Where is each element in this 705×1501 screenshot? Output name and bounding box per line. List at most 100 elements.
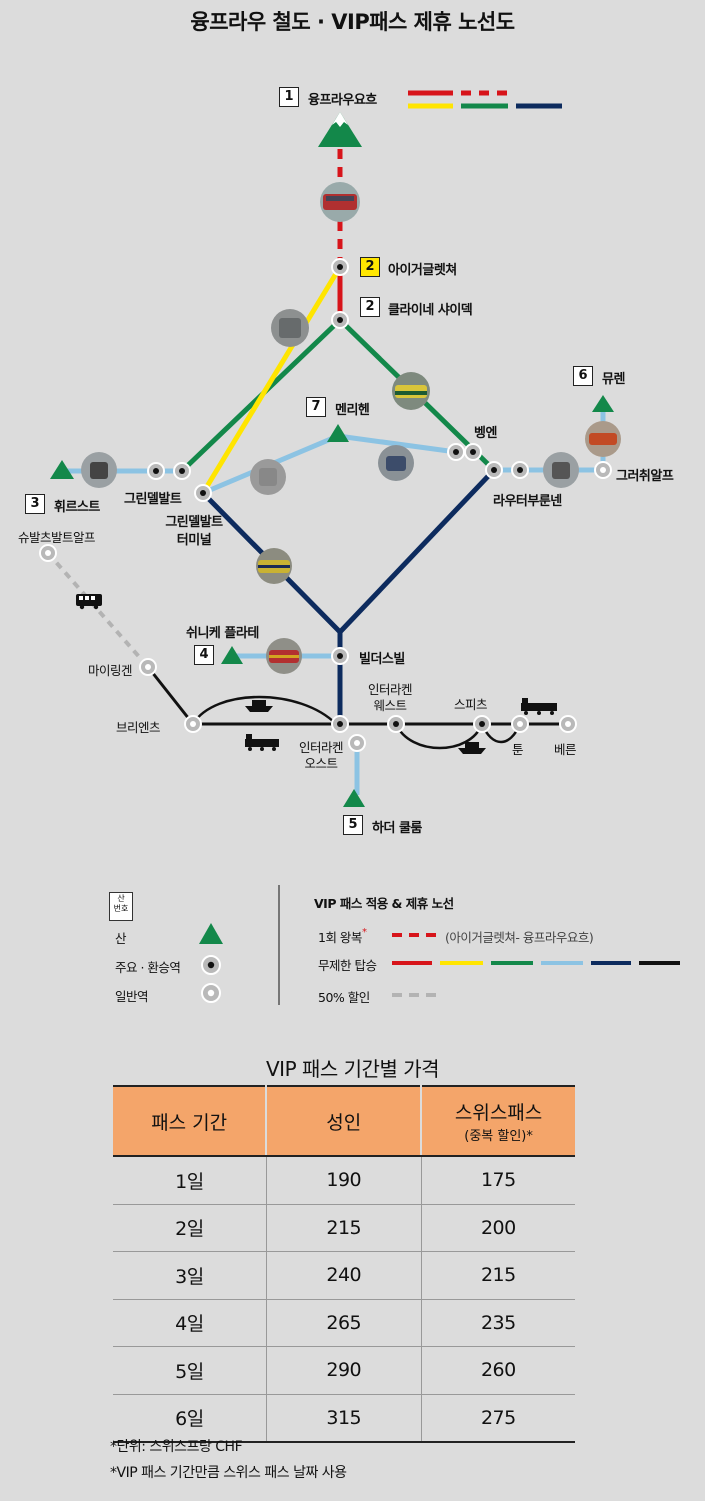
- train-icon-bob: [256, 548, 292, 584]
- boat-route-thun: [394, 720, 522, 750]
- cell-period: 5일: [113, 1346, 267, 1395]
- train-icon-jungfrau: [320, 182, 360, 222]
- cell-period: 6일: [113, 1394, 267, 1443]
- mountain-icon-muerren: [592, 395, 614, 412]
- cell-adult: 265: [266, 1299, 422, 1347]
- cell-period: 1일: [113, 1156, 267, 1205]
- station-label-gruetschalp: 그러취알프: [616, 469, 674, 484]
- dest-number-muerren: 6: [573, 366, 593, 386]
- mountain-icon-schynige: [221, 646, 243, 664]
- legend-vip-title: VIP 패스 적용 & 제휴 노선: [314, 896, 454, 911]
- dest-number-kleine-scheidegg: 2: [360, 297, 380, 317]
- dest-label-harder: 하더 쿨룸: [372, 821, 422, 836]
- cell-period: 2일: [113, 1204, 267, 1252]
- train-icon-eiger: [271, 309, 309, 347]
- line-black-meiringen-brienz: [146, 666, 195, 725]
- cell-swiss: 275: [421, 1394, 575, 1443]
- legend-mountain-label: 산: [115, 931, 127, 946]
- cell-swiss: 235: [421, 1299, 575, 1347]
- dest-label-kleine-scheidegg: 클라이네 샤이덱: [388, 303, 473, 318]
- station-label-thun: 툰: [512, 742, 524, 757]
- price-table-header-row: 패스 기간 성인 스위스패스(중복 할인)*: [113, 1085, 575, 1157]
- gondola-icon-maennlichen-b: [378, 445, 414, 481]
- cell-adult: 215: [266, 1204, 422, 1252]
- route-map: [39, 90, 680, 1005]
- dest-number-schynige: 4: [194, 645, 214, 665]
- price-title: VIP 패스 기간별 가격: [265, 1057, 440, 1081]
- mountain-icon-harder: [343, 789, 365, 807]
- cell-adult: 240: [266, 1251, 422, 1300]
- page-title: 융프라우 철도 · VIP패스 제휴 노선도: [190, 10, 515, 34]
- train-icon-wab: [392, 372, 430, 410]
- station-label-brienz: 브리엔츠: [116, 720, 161, 735]
- boat-icon-thun: [458, 742, 486, 754]
- gondola-icon-maennlichen-a: [250, 459, 286, 495]
- station-label-schwarzwaldalp: 슈발츠발트알프: [18, 530, 96, 545]
- dest-label-schynige: 쉬니케 플라테: [186, 626, 259, 641]
- line-navy-lauterbrunnen: [338, 468, 496, 634]
- bus-line-grey: [46, 551, 150, 669]
- legend-unlimited-label: 무제한 탑승: [318, 958, 377, 973]
- note-unit: *단위: 스위스프랑 CHF: [110, 1439, 243, 1455]
- cell-adult: 190: [266, 1156, 422, 1205]
- station-label-grindelwald: 그린델발트: [124, 492, 182, 507]
- gondola-icon-first: [81, 452, 117, 488]
- legend-station-label: 일반역: [115, 989, 149, 1004]
- dest-label-maennlichen: 멘리헨: [335, 403, 370, 418]
- station-label-grindelwald-terminal: 그린델발트 터미널: [165, 515, 223, 548]
- note-swisspass: *VIP 패스 기간만큼 스위스 패스 날짜 사용: [110, 1465, 347, 1481]
- bus-icon: [76, 594, 102, 610]
- boat-icon-brienz: [245, 700, 273, 712]
- cell-period: 3일: [113, 1251, 267, 1300]
- cell-swiss: 175: [421, 1156, 575, 1205]
- dest-label-jungfraujoch: 융프라우요흐: [308, 93, 377, 108]
- dest-label-muerren: 뮤렌: [602, 372, 625, 387]
- header-period: 패스 기간: [113, 1085, 268, 1157]
- station-label-interlaken-ost: 인터라켄 오스트: [298, 740, 344, 771]
- dest-number-first: 3: [25, 494, 45, 514]
- legend-main-station-label: 주요 · 환승역: [115, 960, 181, 975]
- cell-adult: 290: [266, 1346, 422, 1395]
- legend-mountain-icon: [199, 923, 223, 944]
- legend-discount-label: 50% 할인: [318, 990, 370, 1005]
- dest-label-first: 휘르스트: [54, 500, 100, 515]
- mountain-icon-jungfraujoch: [318, 112, 362, 147]
- boat-route-brienz: [191, 695, 337, 725]
- cell-swiss: 200: [421, 1204, 575, 1252]
- legend-round-trip-label: 1회 왕복*: [318, 927, 367, 945]
- header-adult: 성인: [266, 1085, 423, 1157]
- line-lightblue-maennlichen: [202, 433, 473, 496]
- mountain-icon-maennlichen: [327, 424, 349, 442]
- station-label-wilderswil: 빌더스빌: [359, 652, 405, 667]
- cell-adult: 315: [266, 1394, 422, 1443]
- steam-train-icon-thun: [521, 698, 557, 715]
- station-label-meiringen: 마이링겐: [88, 663, 133, 678]
- cell-swiss: 215: [421, 1251, 575, 1300]
- line-yellow-eiger: [200, 265, 343, 495]
- mountain-icon-first: [50, 460, 74, 479]
- station-label-lauterbrunnen: 라우터부룬넨: [493, 494, 562, 509]
- dest-number-eigergletscher: 2: [360, 257, 380, 277]
- dest-number-harder: 5: [343, 815, 363, 835]
- dest-number-maennlichen: 7: [306, 397, 326, 417]
- station-label-interlaken-west: 인터라켄 웨스트: [367, 682, 413, 713]
- legend-round-trip-note: (아이거글렛쳐- 융프라우요흐): [445, 930, 594, 945]
- cell-period: 4일: [113, 1299, 267, 1347]
- train-icon-muerren: [585, 421, 621, 457]
- station-label-spiez: 스피츠: [454, 697, 488, 712]
- header-swiss: 스위스패스(중복 할인)*: [421, 1085, 575, 1157]
- train-icon-schynige: [266, 638, 302, 674]
- gondola-icon-gruetsch: [543, 452, 579, 488]
- station-label-bern: 베른: [554, 742, 577, 757]
- legend-box-label: 산 번호: [109, 892, 133, 921]
- cell-swiss: 260: [421, 1346, 575, 1395]
- station-label-wengen: 벵엔: [474, 426, 497, 441]
